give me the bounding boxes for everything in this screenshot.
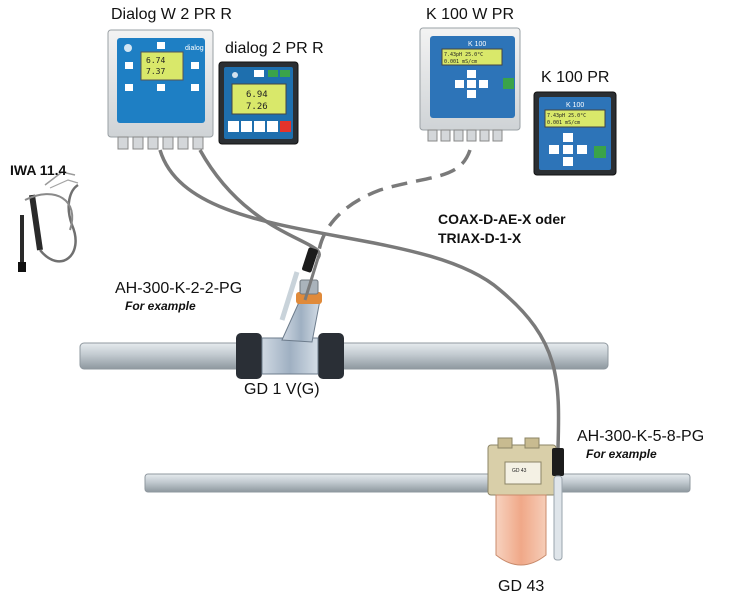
label-gd43: GD 43 (498, 578, 545, 595)
iwa-probe (18, 171, 79, 272)
label-dialog-w2prr: Dialog W 2 PR R (111, 6, 232, 23)
label-gd1: GD 1 V(G) (244, 381, 320, 398)
label-k100wpr: K 100 W PR (426, 6, 515, 23)
label-iwa: IWA 11.4 (10, 162, 67, 178)
k100w-lcd-line1: 7.43pH 25.0°C (444, 52, 483, 58)
ah-a-probe (279, 247, 320, 321)
label-coax: COAX-D-AE-X oder (438, 211, 566, 227)
cable-k100-dashed (316, 149, 472, 259)
dialog-w2prr-device: dialog 6.74 7.37 (107, 29, 214, 150)
ah-b-probe (552, 440, 564, 561)
label-triax: TRIAX-D-1-X (438, 230, 522, 246)
cable-dialog-to-gd43 (158, 149, 561, 449)
k100w-brand: K 100 (468, 41, 486, 48)
label-ah-a: AH-300-K-2-2-PG (115, 280, 243, 297)
cable-dialog-to-ah-a (198, 149, 321, 259)
k100pr-device: K 100 7.43pH 25.0°C 0.001 mS/cm (533, 91, 617, 176)
label-ah-b: AH-300-K-5-8-PG (577, 428, 705, 445)
label-dialog-2prr: dialog 2 PR R (225, 40, 324, 57)
dialog-w-lcd-line2: 7.37 (146, 67, 165, 76)
dialog-w-brand: dialog (185, 45, 204, 52)
dialog-2prr-device: 6.94 7.26 (218, 61, 299, 145)
label-ah-b-note: For example (586, 447, 657, 461)
pipe-lower (144, 473, 691, 493)
gd43-housing: GD 43 (487, 437, 557, 566)
dialog-w-lcd-line1: 6.74 (146, 56, 165, 65)
label-ah-a-note: For example (125, 299, 196, 313)
k100wpr-device: K 100 7.43pH 25.0°C 0.001 mS/cm (419, 27, 521, 142)
label-k100pr: K 100 PR (541, 69, 610, 86)
k100-brand: K 100 (566, 102, 584, 109)
k100-lcd-line2: 0.001 mS/cm (547, 120, 580, 126)
dialog-2-lcd-line1: 6.94 (246, 90, 268, 100)
k100w-lcd-line2: 0.001 mS/cm (444, 59, 477, 65)
k100-lcd-line1: 7.43pH 25.0°C (547, 113, 586, 119)
dialog-2-lcd-line2: 7.26 (246, 102, 268, 112)
gd43-plate: GD 43 (512, 468, 527, 474)
